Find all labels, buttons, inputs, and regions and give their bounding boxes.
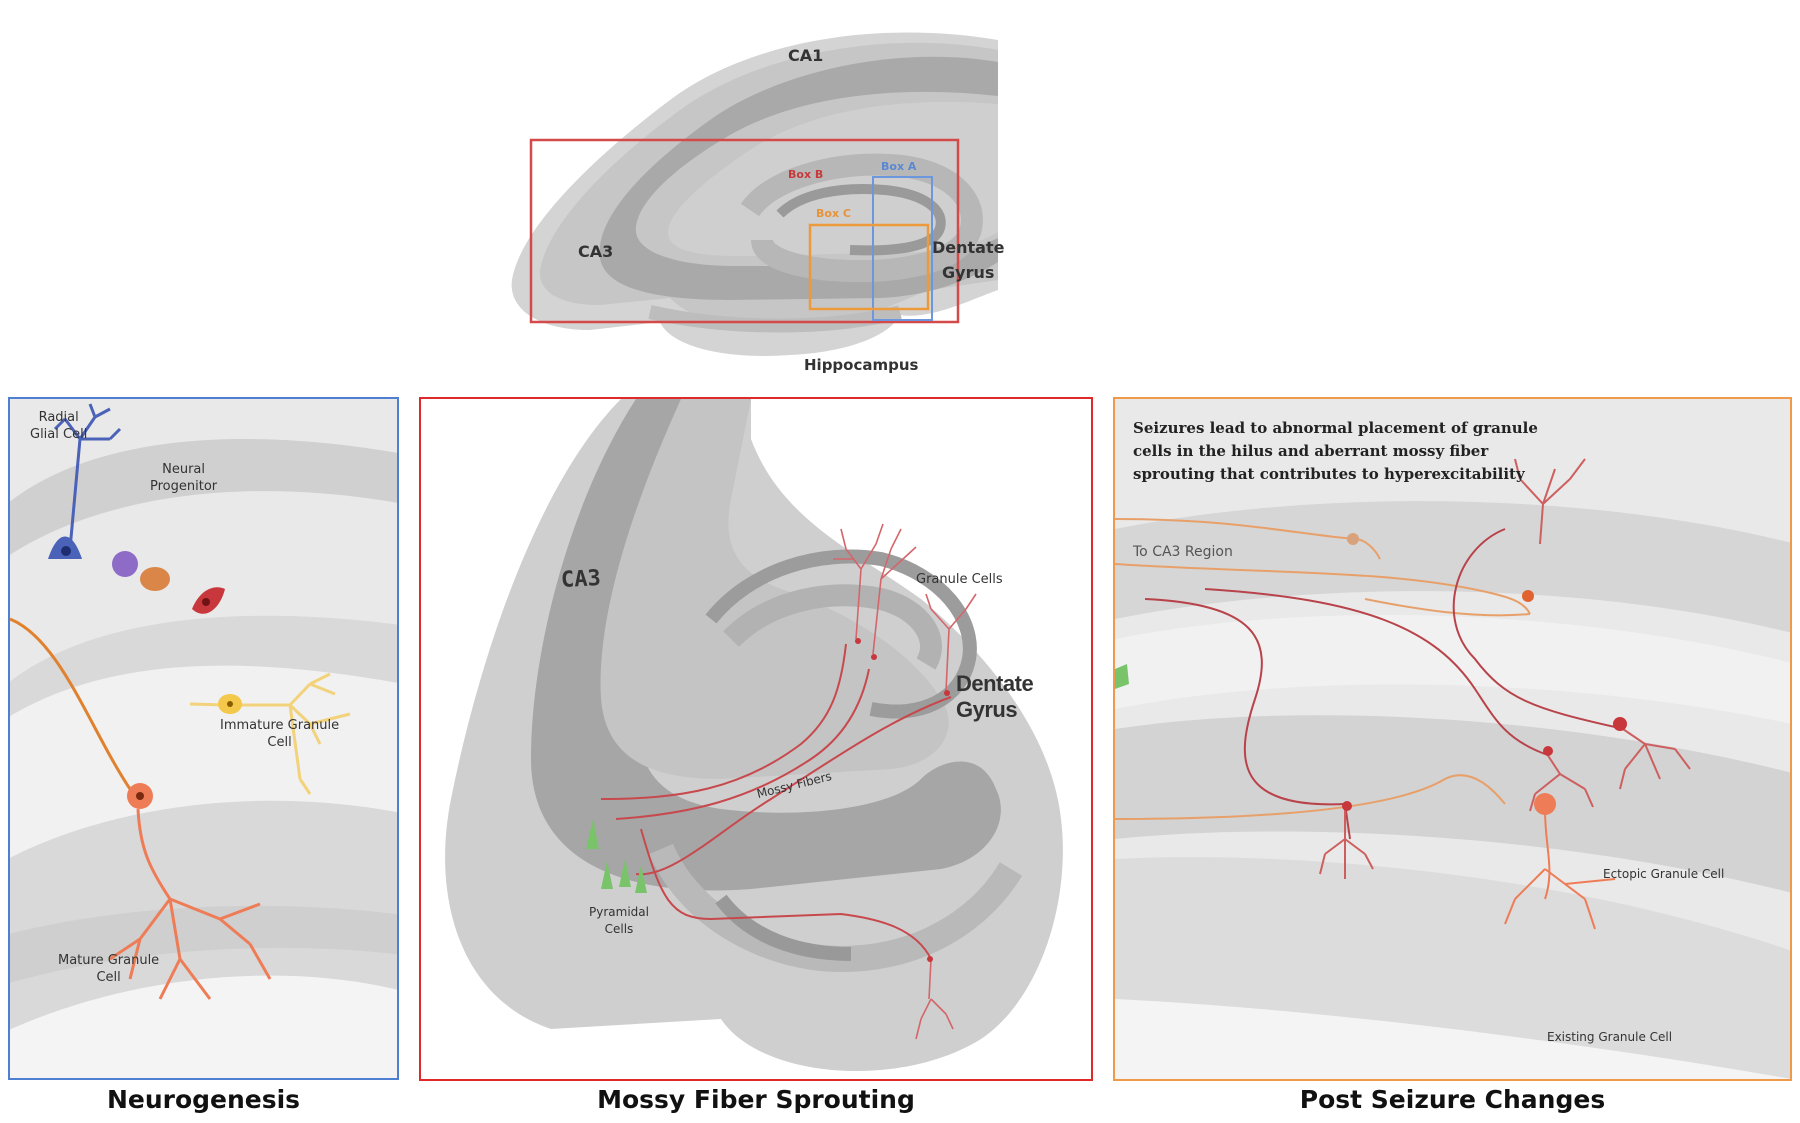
- neural-progenitor-label-line2: Progenitor: [150, 479, 218, 494]
- mossy-fiber-axons: [600, 643, 952, 960]
- description-line1: Seizures lead to abnormal placement of g…: [1133, 419, 1538, 437]
- mossy-fiber-caption: Mossy Fiber Sprouting: [597, 1085, 915, 1114]
- existing-granule-label: Existing Granule Cell: [1547, 1030, 1673, 1044]
- post-seizure-description: Seizures lead to abnormal placement of g…: [1133, 417, 1538, 486]
- box-a-label: Box A: [881, 160, 917, 173]
- neurogenesis-illustration: [10, 403, 397, 1078]
- post-seizure-panel: Seizures lead to abnormal placement of g…: [1113, 397, 1792, 1081]
- mature-granule-cell: [109, 783, 272, 1000]
- radial-glial-label: Radial Glial Cell: [30, 409, 87, 443]
- immature-granule-cell: [189, 672, 351, 795]
- ca3-label-panel2: CA3: [560, 565, 602, 594]
- progenitor-orange: [140, 567, 170, 591]
- granule-cells-label: Granule Cells: [916, 572, 1003, 587]
- dentate-label-line2: Gyrus: [942, 263, 995, 282]
- immature-granule-label-line2: Cell: [267, 735, 292, 750]
- existing-granule-dendrites: [1504, 808, 1616, 930]
- ca3-label: CA3: [578, 242, 614, 261]
- to-ca3-label: To CA3 Region: [1133, 544, 1233, 560]
- neurogenesis-caption: Neurogenesis: [106, 1085, 301, 1114]
- post-seizure-illustration: [1115, 458, 1790, 1079]
- overview-diagram: CA1 CA3 Dentate Gyrus Box B Box A Box C …: [500, 0, 1020, 380]
- hippocampus-overview-illustration: [511, 32, 998, 356]
- mature-granule-label: Mature Granule Cell: [58, 952, 159, 986]
- pyramidal-label-line1: Pyramidal: [589, 905, 649, 919]
- ectopic-dendrites: [1319, 458, 1691, 879]
- pyramidal-cells: [586, 819, 647, 893]
- granule-cells: [833, 523, 977, 1040]
- neurogenesis-panel: Radial Glial Cell Neural Progenitor Imma…: [8, 397, 399, 1080]
- box-b-label: Box B: [788, 168, 824, 181]
- immature-granule-label: Immature Granule Cell: [220, 717, 339, 751]
- ca3-projection-axons: [1115, 518, 1531, 820]
- immature-granule-label-line1: Immature Granule: [220, 718, 340, 733]
- aberrant-sprouting-axons: [1144, 528, 1616, 840]
- radial-glial-cell: [48, 403, 122, 559]
- pyramidal-cells-label: Pyramidal Cells: [589, 904, 649, 938]
- description-line2: cells in the hilus and aberrant mossy fi…: [1133, 442, 1489, 460]
- dentate-gyrus-label: Dentate Gyrus: [956, 671, 1034, 722]
- pyramidal-label-line2: Cells: [604, 922, 634, 936]
- radial-glial-label-line1: Radial: [38, 410, 79, 425]
- description-line3: sprouting that contributes to hyperexcit…: [1133, 465, 1525, 483]
- mossy-fiber-illustration: [445, 399, 1063, 1072]
- ectopic-granule-label: Ectopic Granule Cell: [1603, 867, 1725, 881]
- dentate-label-line1: Dentate: [932, 238, 1005, 257]
- overview-title: Hippocampus: [804, 356, 919, 374]
- post-seizure-caption: Post Seizure Changes: [1299, 1085, 1606, 1114]
- neural-progenitor-label-line1: Neural: [162, 462, 205, 477]
- mature-granule-label-line1: Mature Granule: [58, 953, 160, 968]
- radial-glial-label-line2: Glial Cell: [30, 427, 88, 442]
- mature-granule-label-line2: Cell: [96, 970, 121, 985]
- box-c-label: Box C: [816, 207, 851, 220]
- progenitor-purple: [112, 551, 138, 577]
- ca1-label: CA1: [788, 46, 824, 65]
- neural-progenitor-label: Neural Progenitor: [150, 461, 217, 495]
- mossy-fiber-panel: CA3 Granule Cells Dentate Gyrus Mossy Fi…: [419, 397, 1093, 1081]
